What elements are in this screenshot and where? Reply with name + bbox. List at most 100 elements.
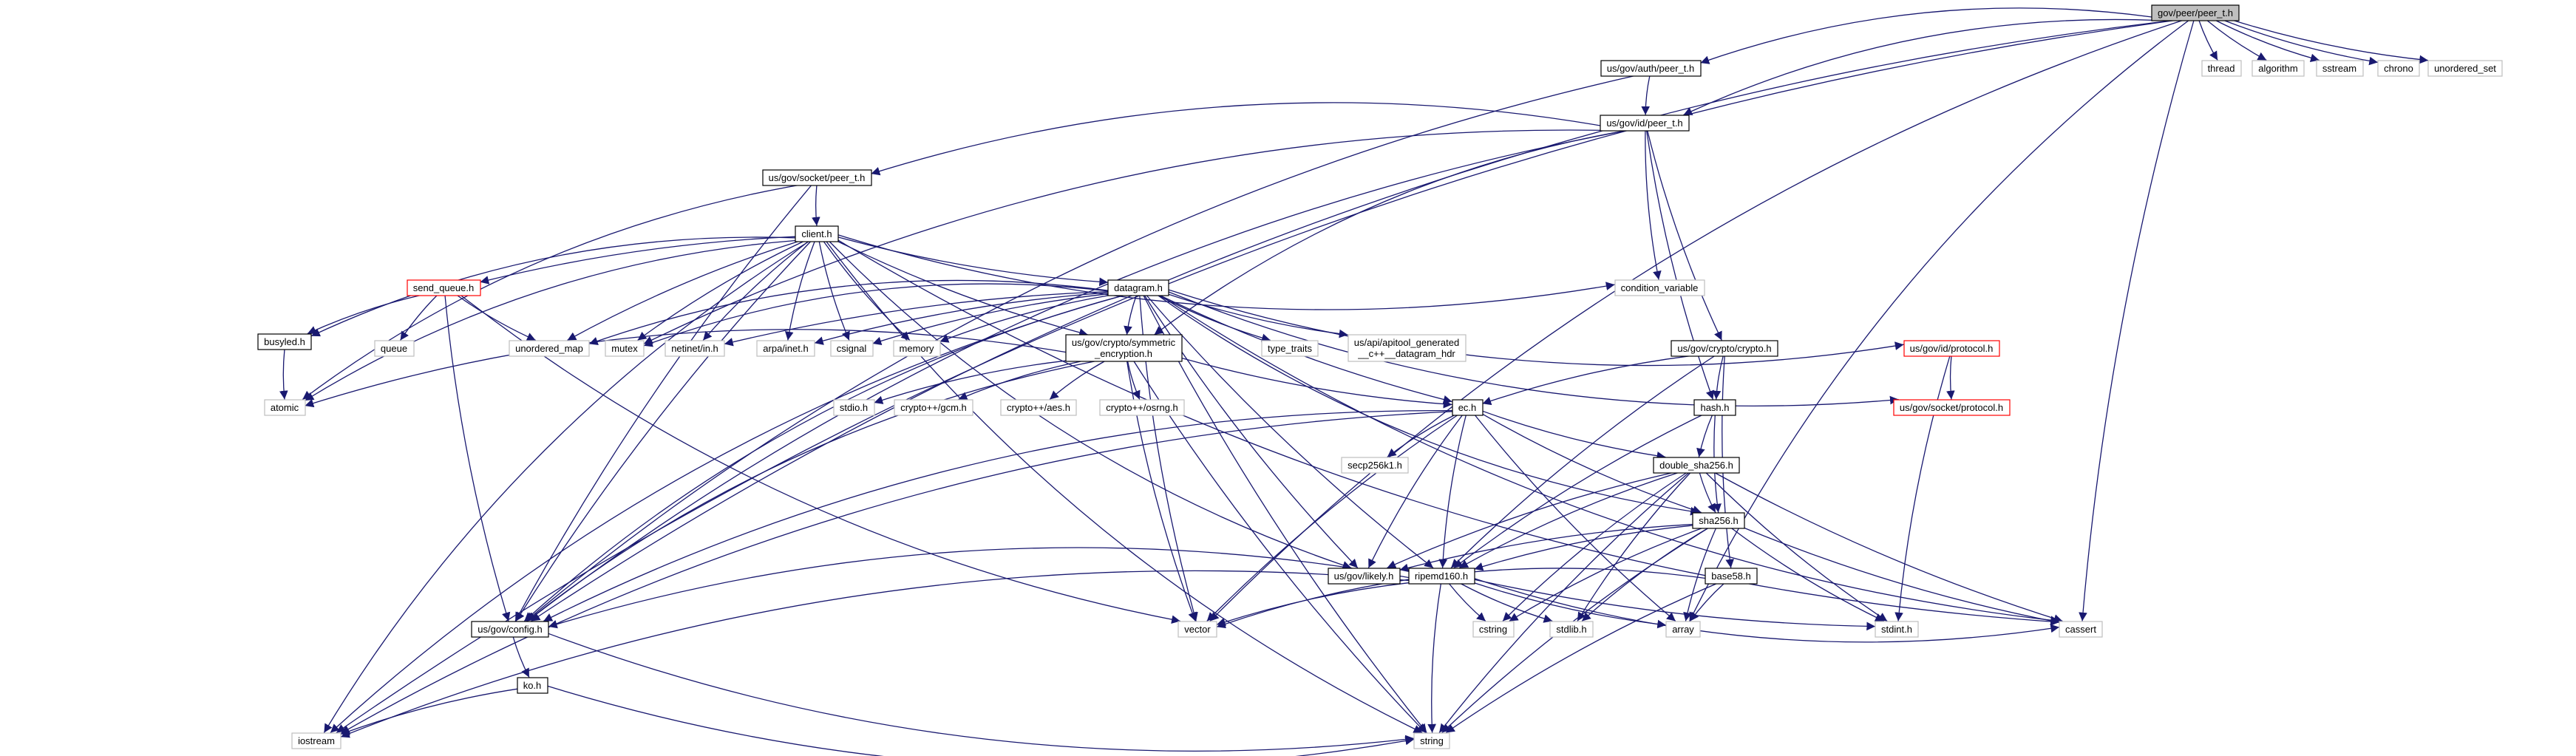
node-id-protocol[interactable]: us/gov/id/protocol.h: [1903, 340, 2000, 357]
node-crypto[interactable]: us/gov/crypto/crypto.h: [1671, 340, 1778, 357]
node-unordered-map[interactable]: unordered_map: [509, 340, 590, 357]
node-box: [1472, 621, 1515, 638]
node-aes[interactable]: crypto++/aes.h: [1000, 399, 1077, 416]
node-root[interactable]: gov/peer/peer_t.h: [2151, 4, 2240, 21]
node-base58[interactable]: base58.h: [1705, 568, 1758, 585]
node-osrng[interactable]: crypto++/osrng.h: [1099, 399, 1185, 416]
node-stdio[interactable]: stdio.h: [833, 399, 875, 416]
node-mutex[interactable]: mutex: [605, 340, 645, 357]
edge-send-queue-to-unordered-map: [456, 294, 536, 341]
node-label: ec.h: [1458, 402, 1477, 413]
node-queue[interactable]: queue: [374, 340, 415, 357]
node-gcm[interactable]: crypto++/gcm.h: [894, 399, 973, 416]
edge-dsha-to-sha256: [1699, 472, 1716, 513]
node-secp[interactable]: secp256k1.h: [1341, 457, 1409, 474]
node-box: [1341, 457, 1409, 474]
edge-auth-peer-to-config: [525, 75, 1635, 622]
edge-sha256-to-stdint: [1730, 527, 1885, 622]
node-label: algorithm: [2258, 63, 2297, 74]
node-csignal[interactable]: csignal: [830, 340, 874, 357]
node-apitool[interactable]: us/api/apitool_generated__c++__datagram_…: [1348, 334, 1467, 362]
edge-client-to-atomic: [305, 239, 796, 401]
node-cassert[interactable]: cassert: [2059, 621, 2103, 638]
edge-client-to-memory: [823, 241, 911, 341]
edge-dsha-to-cstring: [1502, 471, 1688, 622]
edge-config-to-ko: [512, 636, 530, 678]
node-cstring[interactable]: cstring: [1472, 621, 1515, 638]
edge-send-queue-to-config: [444, 295, 511, 622]
edge-ripemd-to-array: [1474, 582, 1667, 629]
edge-crypto-to-hash: [1712, 355, 1724, 400]
node-box: [1348, 334, 1467, 362]
node-label: stdio.h: [840, 402, 868, 413]
node-ec[interactable]: ec.h: [1452, 399, 1484, 416]
edge-ec-to-dsha: [1482, 410, 1666, 460]
node-chrono[interactable]: chrono: [2377, 60, 2420, 77]
node-box: [407, 279, 481, 296]
node-label: stdlib.h: [1556, 624, 1586, 635]
node-box: [1875, 621, 1919, 638]
node-memory[interactable]: memory: [893, 340, 941, 357]
edge-ec-to-secp: [1387, 414, 1455, 458]
node-unordered-set[interactable]: unordered_set: [2427, 60, 2503, 77]
node-label: crypto++/aes.h: [1007, 402, 1070, 413]
node-box: [471, 621, 549, 638]
node-condvar[interactable]: condition_variable: [1614, 279, 1705, 296]
node-hash[interactable]: hash.h: [1693, 399, 1736, 416]
node-iostream[interactable]: iostream: [291, 732, 341, 749]
node-label: secp256k1.h: [1348, 460, 1402, 471]
edge-datagram-to-netinet: [724, 290, 1109, 347]
node-box: [257, 333, 312, 350]
node-box: [1107, 279, 1169, 296]
edge-sym-enc-to-ec: [1181, 357, 1452, 409]
node-busyled[interactable]: busyled.h: [257, 333, 312, 350]
node-stdlib[interactable]: stdlib.h: [1549, 621, 1594, 638]
edge-client-to-unordered-map: [567, 240, 799, 341]
node-id-peer[interactable]: us/gov/id/peer_t.h: [1600, 115, 1690, 132]
node-sstream[interactable]: sstream: [2316, 60, 2364, 77]
node-datagram[interactable]: datagram.h: [1107, 279, 1169, 296]
node-atomic[interactable]: atomic: [264, 399, 306, 416]
node-sym-enc[interactable]: us/gov/crypto/symmetric_encryption.h: [1065, 334, 1183, 362]
node-string[interactable]: string: [1413, 732, 1450, 749]
node-label: cassert: [2065, 624, 2096, 635]
node-label: us/gov/likely.h: [1334, 571, 1394, 582]
node-label: __c++__datagram_hdr: [1357, 348, 1455, 359]
node-label: us/api/apitool_generated: [1354, 337, 1459, 348]
node-vector[interactable]: vector: [1177, 621, 1217, 638]
node-send-queue[interactable]: send_queue.h: [407, 279, 481, 296]
node-auth-peer[interactable]: us/gov/auth/peer_t.h: [1600, 60, 1702, 77]
edge-root-to-unordered-set: [2232, 19, 2429, 64]
edge-root-to-vector: [1209, 19, 2184, 622]
edge-dsha-to-ripemd: [1458, 471, 1679, 569]
node-arpa[interactable]: arpa/inet.h: [756, 340, 815, 357]
node-sha256[interactable]: sha256.h: [1692, 512, 1745, 529]
edge-client-to-config: [515, 241, 812, 622]
node-ripemd[interactable]: ripemd160.h: [1408, 568, 1475, 585]
node-config[interactable]: us/gov/config.h: [471, 621, 549, 638]
node-box: [1600, 115, 1690, 132]
edge-client-to-netinet: [702, 240, 809, 341]
node-netinet[interactable]: netinet/in.h: [665, 340, 725, 357]
edge-id-peer-to-crypto: [1647, 130, 1722, 341]
edge-ko-to-string: [547, 685, 1415, 756]
node-array[interactable]: array: [1665, 621, 1701, 638]
edge-hash-to-dsha: [1696, 415, 1713, 457]
node-likely[interactable]: us/gov/likely.h: [1328, 568, 1401, 585]
edge-ripemd-to-string: [1427, 583, 1442, 733]
node-socket-peer[interactable]: us/gov/socket/peer_t.h: [762, 169, 872, 186]
edge-id-peer-to-condvar: [1645, 130, 1662, 280]
node-algorithm[interactable]: algorithm: [2252, 60, 2305, 77]
node-client[interactable]: client.h: [795, 225, 839, 242]
node-thread[interactable]: thread: [2201, 60, 2242, 77]
node-dsha[interactable]: double_sha256.h: [1653, 457, 1740, 474]
node-sock-protocol[interactable]: us/gov/socket/protocol.h: [1893, 399, 2011, 416]
node-label: us/gov/crypto/crypto.h: [1677, 343, 1771, 354]
node-type-traits[interactable]: type_traits: [1261, 340, 1319, 357]
node-ko[interactable]: ko.h: [517, 677, 548, 694]
edge-base58-to-array: [1689, 583, 1724, 622]
node-box: [1549, 621, 1594, 638]
node-label: client.h: [801, 228, 832, 239]
node-stdint[interactable]: stdint.h: [1875, 621, 1919, 638]
